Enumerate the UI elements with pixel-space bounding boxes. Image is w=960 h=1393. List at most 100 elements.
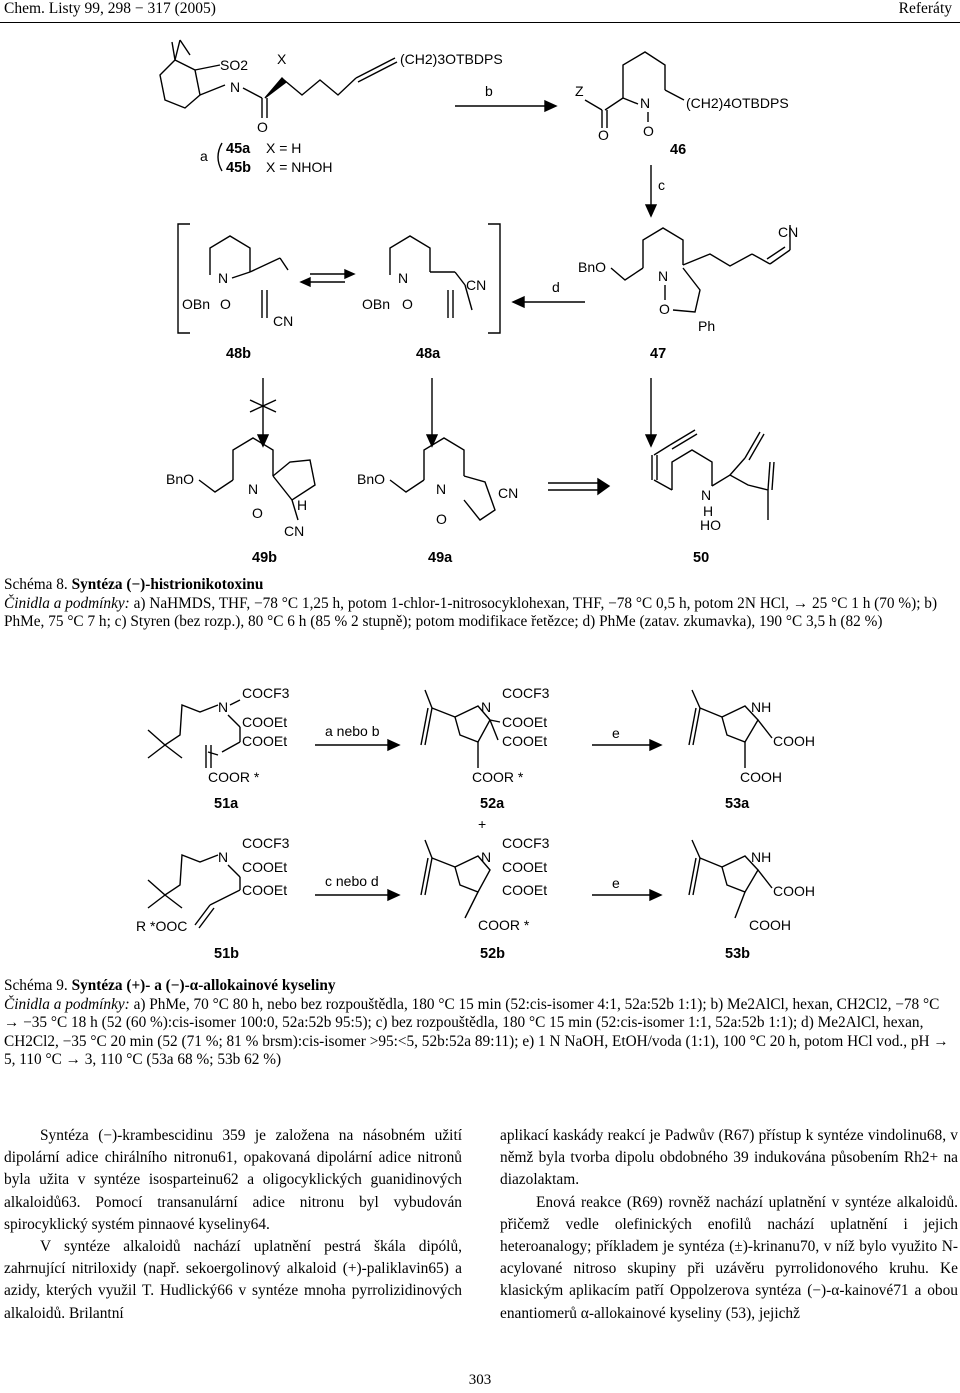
chain-3: (CH2)3OTBDPS [400,51,503,67]
atom-n: N [218,270,228,286]
scheme-9-conditions-label: Činidla a podmínky: [4,995,130,1013]
label-53b: 53b [725,946,750,962]
compound-47: BnO N O Ph CN [578,224,798,334]
label-45a: 45a [226,141,251,157]
journal-citation: Chem. Listy 99, 298 − 317 (2005) [4,0,216,17]
scheme-8-conditions-label: Činidla a podmínky: [4,594,130,612]
paragraph: aplikací kaskády reakcí je Padwův (R67) … [500,1127,958,1189]
scheme-9-label: Schéma 9. [4,977,68,994]
arrow-label-e: e [612,725,620,741]
atom-o: O [402,296,413,312]
label-48a: 48a [416,346,441,362]
group-cooet: COOEt [502,733,547,749]
atom-bno: BnO [357,471,385,487]
label-52b: 52b [480,946,505,962]
group-cocf3: COCF3 [502,685,550,701]
header-rule [0,22,960,23]
atom-o: O [252,505,263,521]
atom-nh: NH [751,849,771,865]
atom-h: H [297,497,307,513]
atom-obn: OBn [182,296,210,312]
scheme-9-caption: Schéma 9. Syntéza (+)- a (−)-α-allokaino… [4,977,956,1070]
label-51a: 51a [214,796,239,812]
right-column: aplikací kaskády reakcí je Padwův (R67) … [500,1125,958,1325]
scheme-8-conditions: a) NaHMDS, THF, −78 °C 1,25 h, potom 1-c… [4,594,938,631]
atom-nh: NH [751,699,771,715]
label-52a: 52a [480,796,505,812]
label-49a: 49a [428,550,453,566]
chain-4: (CH2)4OTBDPS [686,95,789,111]
atom-o: O [643,123,654,139]
label-53a: 53a [725,796,750,812]
atom-o: O [659,301,670,317]
label-45a-x: X = H [266,140,301,156]
reagent-a: a [200,148,208,164]
arrow-label-bottom: c nebo d [325,873,379,889]
atom-cn: CN [273,313,293,329]
running-header: Chem. Listy 99, 298 − 317 (2005) Referát… [0,0,960,20]
compound-52b: N COCF3 COOEt COOEt COOR * [420,835,550,933]
atom-n: N [436,481,446,497]
label-48b: 48b [226,346,251,362]
compound-45: SO2 N O X (CH2)3OTBDPS [159,39,503,135]
scheme-8-caption: Schéma 8. Syntéza (−)-histrionikotoxinu … [4,576,956,632]
atom-n: N [248,481,258,497]
label-50: 50 [693,550,709,566]
compound-46: Z O N O (CH2)4OTBDPS [575,51,789,143]
label-49b: 49b [252,550,277,566]
atom-o: O [436,511,447,527]
atom-n: N [481,699,491,715]
atom-o: O [598,127,609,143]
atom-n: N [640,95,650,111]
label-51b: 51b [214,946,239,962]
label-46: 46 [670,142,686,158]
compound-51a: N COCF3 COOEt COOEt COOR * [147,685,290,785]
atom-n: N [230,79,240,95]
group-coor: COOR * [478,917,530,933]
atom-n: N [398,270,408,286]
atom-o: O [257,119,268,135]
group-cooet: COOEt [502,714,547,730]
atom-nh: N [701,487,711,503]
paragraph: Syntéza (−)-krambescidinu 359 je založen… [4,1127,462,1233]
atom-bno: BnO [578,259,606,275]
group-coor: COOR * [472,769,524,785]
group-cocf3: COCF3 [242,685,290,701]
atom-o: O [220,296,231,312]
compound-52a: N COCF3 COOEt COOEt COOR * [420,685,550,785]
plus-sign: + [478,816,486,832]
atom-cn: CN [284,523,304,539]
arrow-label-e: e [612,875,620,891]
atom-z: Z [575,83,584,99]
atom-so2: SO2 [220,57,248,73]
compound-49b: BnO N O CN H [166,437,316,539]
group-rooc: R *OOC [136,918,187,934]
scheme-8-label: Schéma 8. [4,576,68,593]
group-cocf3: COCF3 [502,835,550,851]
group-cooh: COOH [773,883,815,899]
arrow-label-top: a nebo b [325,723,380,739]
group-cooet: COOEt [502,882,547,898]
atom-n: N [481,849,491,865]
atom-ho: HO [700,517,721,533]
atom-cn: CN [778,224,798,240]
atom-ph: Ph [698,318,715,334]
left-column: Syntéza (−)-krambescidinu 359 je založen… [4,1125,462,1325]
group-cooet: COOEt [502,859,547,875]
group-cooh: COOH [773,733,815,749]
scheme-9-conditions: a) PhMe, 70 °C 80 h, nebo bez rozpouštěd… [4,995,949,1069]
atom-n: N [218,849,228,865]
group-cooh: COOH [749,917,791,933]
atom-n: N [658,268,668,284]
group-cooet: COOEt [242,733,287,749]
atom-bno: BnO [166,471,194,487]
reagent-b: b [485,83,493,99]
compound-50: N H HO [651,429,775,533]
compound-48b: N CN OBn O [182,235,293,329]
reagent-c: c [658,177,665,193]
atom-x: X [277,51,287,67]
atom-cn: CN [498,485,518,501]
page-number: 303 [468,1372,492,1388]
scheme-9-figure: N COCF3 COOEt COOEt COOR * 51a a nebo b … [136,685,815,962]
group-cooet: COOEt [242,882,287,898]
